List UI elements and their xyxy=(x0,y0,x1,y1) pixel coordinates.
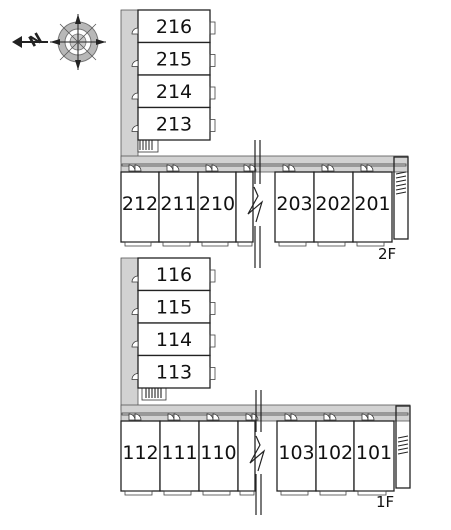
room-number: 113 xyxy=(156,362,192,384)
room: 215 xyxy=(131,41,216,76)
room: 116 xyxy=(131,257,216,292)
room-number: 112 xyxy=(122,442,158,464)
door-icon xyxy=(131,27,139,35)
room: 213 xyxy=(131,106,216,141)
north-arrow-icon: N xyxy=(12,29,48,51)
room-number: 210 xyxy=(199,193,235,215)
room-number: 110 xyxy=(200,442,236,464)
door-icon xyxy=(131,340,139,348)
staircase-icon xyxy=(393,156,409,240)
room-number: 114 xyxy=(156,329,192,351)
room-number: 212 xyxy=(122,193,158,215)
floor-label: 1F xyxy=(376,493,394,511)
room-number: 201 xyxy=(354,193,390,215)
room-number: 116 xyxy=(156,264,192,286)
door-icon xyxy=(131,373,139,380)
door-icon xyxy=(167,413,181,421)
room: 102 xyxy=(315,413,355,496)
door-icon xyxy=(131,308,139,315)
door-icon xyxy=(282,164,296,172)
room-number: 211 xyxy=(160,193,196,215)
compass: N xyxy=(12,14,106,70)
door-icon xyxy=(205,164,219,172)
room: 112 xyxy=(120,413,161,496)
staircase-icon xyxy=(141,385,167,401)
room-number: 202 xyxy=(315,193,351,215)
compass-rose-icon xyxy=(50,14,106,70)
staircase-icon xyxy=(137,137,159,153)
room: 214 xyxy=(131,74,216,109)
room: 210 xyxy=(197,164,237,247)
room-number: 213 xyxy=(156,114,192,136)
room: 111 xyxy=(159,413,200,496)
room-number: 103 xyxy=(278,442,314,464)
room-number: 115 xyxy=(156,297,192,319)
door-icon xyxy=(323,413,337,421)
room-number: 102 xyxy=(317,442,353,464)
door-icon xyxy=(131,275,139,283)
door-icon xyxy=(166,164,180,172)
room: 103 xyxy=(276,413,317,496)
door-icon xyxy=(321,164,335,172)
north-wing-rooms: 116 115 114 113 xyxy=(131,257,216,389)
room: 212 xyxy=(120,164,160,247)
door-icon xyxy=(131,125,139,132)
break-line-icon xyxy=(247,140,264,268)
north-wing-rooms: 216 215 214 213 xyxy=(131,9,216,141)
door-icon xyxy=(284,413,298,421)
room-number: 101 xyxy=(356,442,392,464)
staircase-icon xyxy=(395,405,411,489)
door-icon xyxy=(360,164,374,172)
room: 211 xyxy=(158,164,199,247)
room-number: 215 xyxy=(156,49,192,71)
room xyxy=(235,164,257,247)
north-label: N xyxy=(26,29,46,51)
room: 115 xyxy=(131,289,216,324)
door-icon xyxy=(131,92,139,100)
room: 114 xyxy=(131,322,216,357)
door-icon xyxy=(206,413,220,421)
room: 201 xyxy=(352,164,393,247)
room: 101 xyxy=(353,413,395,496)
room xyxy=(237,413,259,496)
floor-label: 2F xyxy=(378,245,396,263)
room: 216 xyxy=(131,9,216,44)
door-icon xyxy=(361,413,375,421)
door-icon xyxy=(128,164,142,172)
break-line-icon xyxy=(249,390,266,515)
room-number: 111 xyxy=(161,442,197,464)
room: 110 xyxy=(198,413,239,496)
room-number: 214 xyxy=(156,81,192,103)
room: 202 xyxy=(313,164,354,247)
room-number: 216 xyxy=(156,16,192,38)
door-icon xyxy=(131,60,139,67)
room: 203 xyxy=(274,164,315,247)
door-icon xyxy=(128,413,142,421)
room: 113 xyxy=(131,354,216,389)
room-number: 203 xyxy=(276,193,312,215)
